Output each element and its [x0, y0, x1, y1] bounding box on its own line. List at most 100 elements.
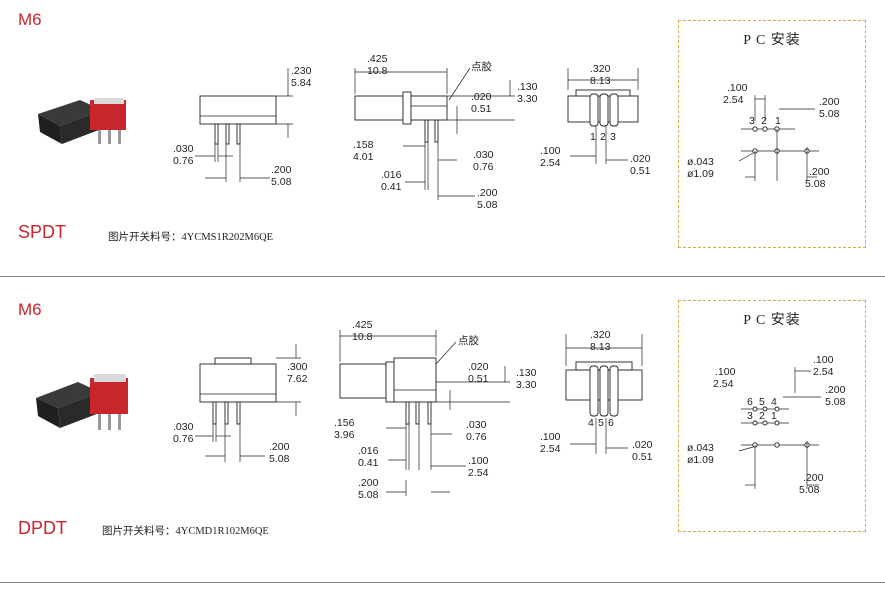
pc-p3-mm: 5.08: [799, 484, 820, 496]
pc-p3-mm: 5.08: [805, 178, 826, 190]
end-t-mm: 0.51: [630, 165, 651, 177]
pc-pin-3: 3: [749, 115, 755, 127]
side-pitch-in: .200: [269, 441, 290, 453]
front-t-mm: 0.51: [471, 103, 492, 115]
front-h-mm: 3.30: [517, 93, 538, 105]
pc-footprint-drawing: .100 2.54 .100 2.54 .200 5.08 6 5 4 3 2 …: [687, 354, 846, 496]
pc-pin-5: 5: [759, 396, 765, 408]
end-view-drawing: .320 8.13 4 5 6 .100 2.54 .020 0.51: [540, 329, 653, 463]
model-title: M6: [18, 10, 42, 29]
front-h-mm: 3.30: [516, 379, 537, 391]
side-view-drawing: .230 5.84 .030 0.76 .200 5.08: [173, 65, 312, 188]
front-view-drawing: .425 10.8 点胶 .130 3.30 .020 0.51 .156 3.…: [334, 319, 537, 501]
front-a-mm: 3.96: [334, 429, 355, 441]
pc-mount-title: P C 安装: [743, 313, 801, 328]
side-pitch-in: .200: [271, 164, 292, 176]
side-pitch-mm: 5.08: [271, 176, 292, 188]
front-d-mm: 5.08: [477, 199, 498, 211]
end-t-mm: 0.51: [632, 451, 653, 463]
front-t-mm: 0.51: [468, 373, 489, 385]
glue-label: 点胶: [471, 60, 492, 73]
pc-pin-1: 1: [775, 115, 781, 127]
front-a-in: .158: [353, 139, 374, 151]
pc-p2-mm: 5.08: [819, 108, 840, 120]
pc-p4-mm: 2.54: [813, 366, 834, 378]
model-title: M6: [18, 300, 42, 319]
end-pitch-mm: 2.54: [540, 157, 561, 169]
switch-photo: [36, 374, 128, 430]
switch-photo: [38, 98, 126, 144]
front-t-in: .020: [468, 361, 489, 373]
end-pitch-mm: 2.54: [540, 443, 561, 455]
section-divider: [0, 276, 885, 277]
side-height-in: .300: [287, 361, 308, 373]
bottom-divider: [0, 582, 885, 583]
pc-pin-2: 2: [761, 115, 767, 127]
pc-p3-in: .200: [803, 472, 824, 484]
side-height-mm: 7.62: [287, 373, 308, 385]
front-c-in: .016: [381, 169, 402, 181]
pc-p1-in: .100: [727, 82, 748, 94]
pc-p2-mm: 5.08: [825, 396, 846, 408]
side-pin-w-mm: 0.76: [173, 433, 194, 445]
pc-pin-6: 6: [747, 396, 753, 408]
pc-hole-in: ø.043: [687, 156, 714, 168]
front-e-mm: 2.54: [468, 467, 489, 479]
front-t-in: .020: [471, 91, 492, 103]
end-pin-2: 2: [600, 131, 606, 143]
pc-mount-title: P C 安装: [743, 33, 801, 48]
front-h-in: .130: [517, 81, 538, 93]
spdt-section: M6 .230 5.84 .030 0.76 .200 5.08: [0, 0, 885, 290]
pc-p1-mm: 2.54: [713, 378, 734, 390]
pc-mount-box: P C 安装 .100 2.54 .100 2.54 .200 5.08 6 5…: [678, 300, 866, 532]
side-pin-w-in: .030: [173, 421, 194, 433]
front-c-in: .016: [358, 445, 379, 457]
front-d-in: .200: [358, 477, 379, 489]
pc-hole-in: ø.043: [687, 442, 714, 454]
front-width-in: .425: [352, 319, 373, 331]
dpdt-section: M6 .300 7.62 .030 0.76 .200 5.08: [0, 290, 885, 580]
front-h-in: .130: [516, 367, 537, 379]
pc-pin-3: 3: [747, 410, 753, 422]
pc-mount-box: P C 安装 .100 2.54 .200 5.08 3 2 1 ø.043: [678, 20, 866, 248]
front-width-in: .425: [367, 53, 388, 65]
front-a-mm: 4.01: [353, 151, 374, 163]
end-width-mm: 8.13: [590, 75, 611, 87]
end-width-in: .320: [590, 63, 611, 75]
end-pin-1: 1: [590, 131, 596, 143]
front-b-in: .030: [466, 419, 487, 431]
pc-pin-2: 2: [759, 410, 765, 422]
end-pin-6: 6: [608, 417, 614, 429]
end-width-in: .320: [590, 329, 611, 341]
side-height-mm: 5.84: [291, 77, 312, 89]
front-c-mm: 0.41: [358, 457, 379, 469]
front-b-mm: 0.76: [466, 431, 487, 443]
front-b-mm: 0.76: [473, 161, 494, 173]
front-d-mm: 5.08: [358, 489, 379, 501]
pc-p3-in: .200: [809, 166, 830, 178]
end-pin-4: 4: [588, 417, 594, 429]
pc-hole-mm: ø1.09: [687, 168, 714, 180]
side-pitch-mm: 5.08: [269, 453, 290, 465]
end-width-mm: 8.13: [590, 341, 611, 353]
side-height-in: .230: [291, 65, 312, 77]
end-view-drawing: .320 8.13 1 2 3 .100 2.54 .020 0.51: [540, 63, 651, 177]
side-pin-w-in: .030: [173, 143, 194, 155]
pc-p1-in: .100: [715, 366, 736, 378]
part-number-label: 图片开关料号：4YCMD1R102M6QE: [102, 526, 269, 537]
pc-pin-1: 1: [771, 410, 777, 422]
pc-hole-mm: ø1.09: [687, 454, 714, 466]
pc-p2-in: .200: [819, 96, 840, 108]
front-width-mm: 10.8: [352, 331, 373, 343]
front-d-in: .200: [477, 187, 498, 199]
pc-p4-in: .100: [813, 354, 834, 366]
end-pin-5: 5: [598, 417, 604, 429]
side-view-drawing: .300 7.62 .030 0.76 .200 5.08: [173, 344, 308, 465]
pc-p1-mm: 2.54: [723, 94, 744, 106]
front-width-mm: 10.8: [367, 65, 388, 77]
end-t-in: .020: [632, 439, 653, 451]
pc-pin-4: 4: [771, 396, 777, 408]
pc-p2-in: .200: [825, 384, 846, 396]
switch-type: SPDT: [18, 222, 67, 242]
front-b-in: .030: [473, 149, 494, 161]
